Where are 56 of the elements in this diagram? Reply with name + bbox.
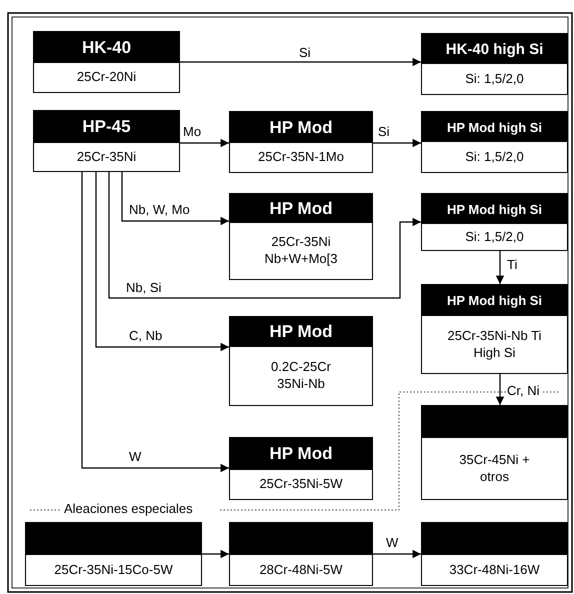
edge-label: Nb, W, Mo	[128, 203, 191, 218]
arrow	[496, 374, 504, 405]
alloy-name: HP Mod	[230, 317, 372, 347]
composition-text: 28Cr-48Ni-5W	[258, 560, 344, 579]
alloy-name: HK-40 high Si	[422, 34, 567, 64]
alloy-card	[229, 111, 373, 173]
alloy-card	[25, 522, 202, 586]
alloy-card	[421, 405, 568, 500]
alloy-card	[229, 437, 373, 500]
edge-label: Nb, Si	[125, 281, 162, 296]
arrow	[496, 251, 504, 284]
edge-label: Mo	[182, 125, 202, 140]
composition-text: 25Cr-35Ni	[76, 148, 138, 166]
alloy-name: HP Mod	[230, 438, 372, 470]
arrow	[180, 138, 229, 148]
composition-text: 25Cr-35Ni Nb+W+Mo[3	[264, 233, 338, 268]
edge-label: Si	[377, 125, 391, 140]
alloy-card	[421, 33, 568, 95]
alloy-card	[229, 316, 373, 406]
alloy-name: HP Mod	[230, 112, 372, 143]
composition-text: 25Cr-35Ni-15Co-5W	[53, 560, 174, 579]
composition-text: Si: 1,5/2,0	[464, 228, 525, 246]
alloy-name: HP Mod high Si	[422, 285, 567, 316]
arrow	[95, 172, 229, 352]
alloy-card	[33, 31, 180, 93]
alloy-card	[421, 193, 568, 251]
alloy-name: HP Mod high Si	[422, 112, 567, 142]
composition-text: 0.2C-25Cr 35Ni-Nb	[270, 358, 332, 393]
alloy-name: HK-40	[34, 32, 179, 63]
arrow	[373, 550, 421, 558]
alloy-name: HP Mod high Si	[422, 194, 567, 224]
arrow	[180, 58, 421, 66]
edge-label: C, Nb	[128, 329, 164, 344]
alloy-card	[33, 110, 180, 172]
composition-text: 25Cr-20Ni	[76, 68, 138, 86]
alloy-name: HP Mod	[230, 194, 372, 223]
alloy-name: HP-45	[34, 111, 179, 143]
alloy-card	[229, 522, 373, 586]
arrow	[121, 172, 229, 226]
arrow	[202, 550, 229, 558]
composition-text: Si: 1,5/2,0	[464, 70, 525, 88]
composition-text: 35Cr-45Ni + otros	[458, 450, 531, 486]
alloy-card	[421, 284, 568, 374]
edge-label: Si	[298, 46, 312, 60]
alloy-card	[421, 522, 568, 586]
arrow	[81, 172, 229, 472]
arrow	[108, 172, 421, 299]
edge-label: Cr, Ni	[506, 384, 540, 398]
composition-text: 33Cr-48Ni-16W	[448, 560, 541, 579]
composition-text: 25Cr-35N-1Mo	[257, 148, 345, 166]
alloy-card	[421, 111, 568, 173]
composition-text: Si: 1,5/2,0	[464, 148, 525, 166]
composition-text: 25Cr-35Ni-5W	[258, 475, 344, 494]
arrow	[373, 138, 421, 148]
alloy-card	[229, 193, 373, 280]
composition-text: 25Cr-35Ni-Nb Ti High Si	[446, 326, 542, 362]
